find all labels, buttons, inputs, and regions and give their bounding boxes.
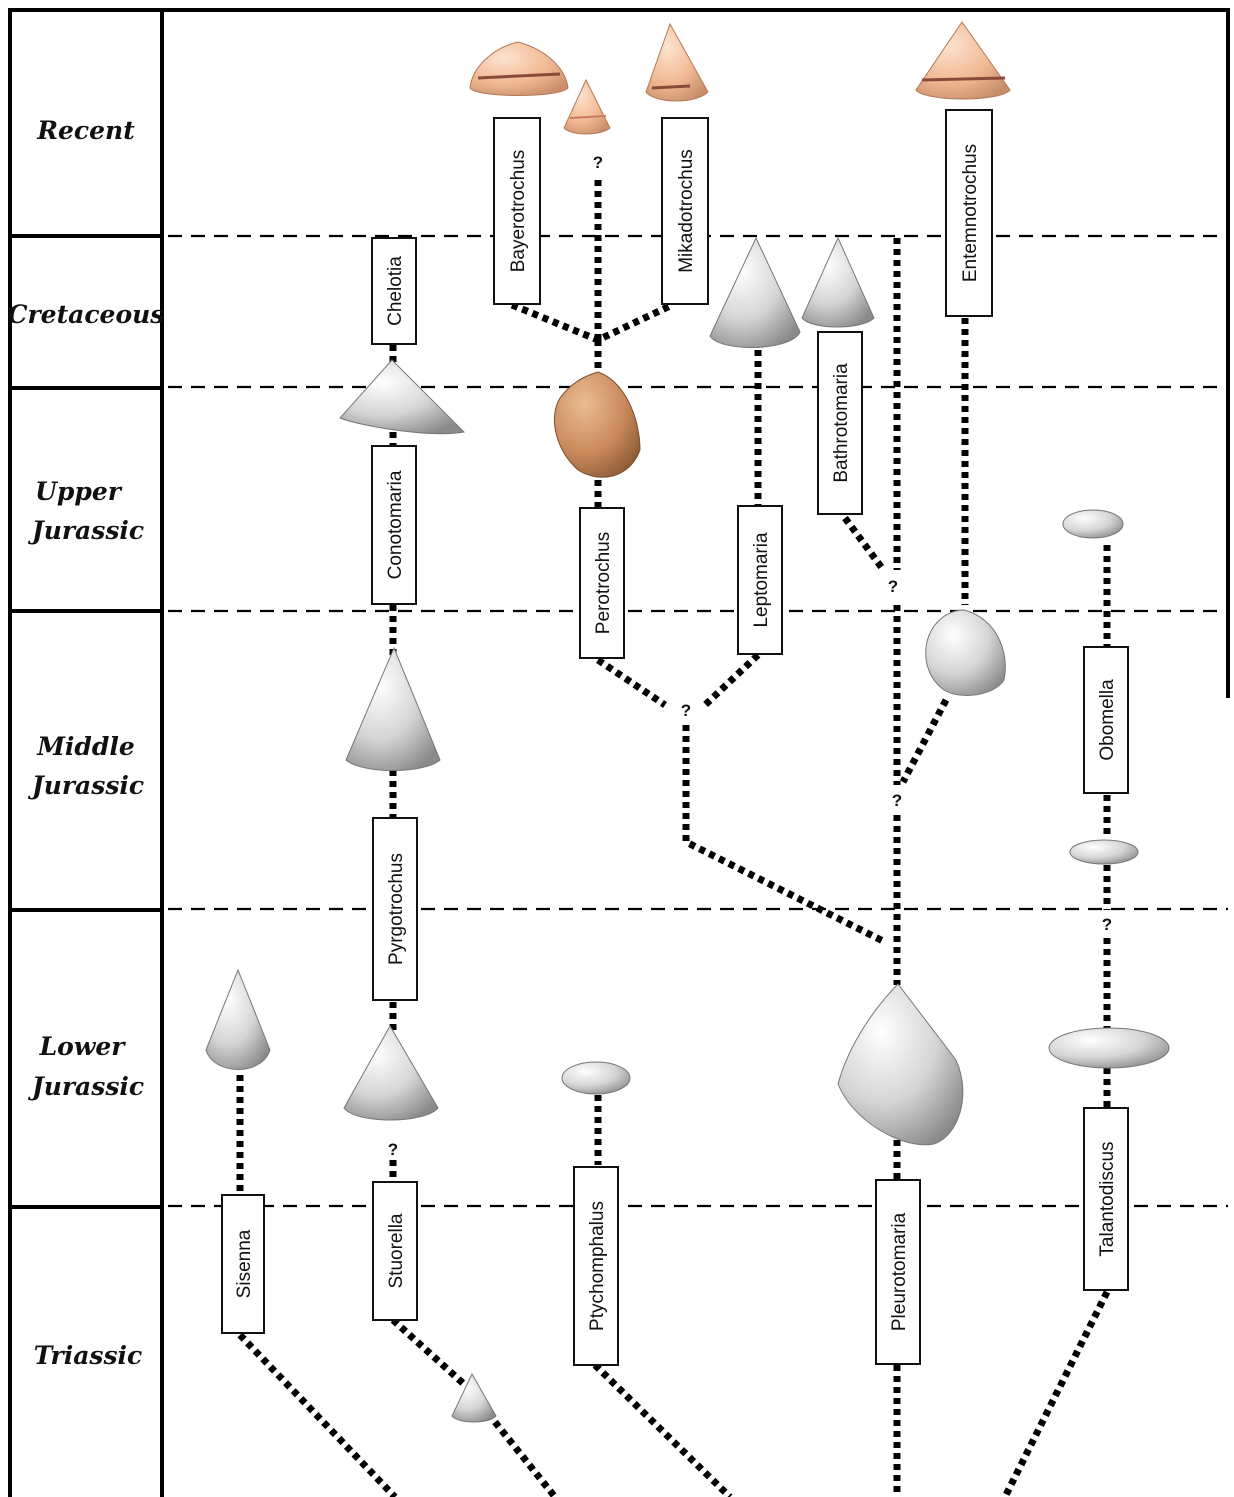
genus-box <box>1083 1107 1129 1291</box>
lineage-line <box>592 1362 733 1497</box>
genus-bayerotrochus: Bayerotrochus <box>508 150 529 273</box>
lineage-line <box>390 1317 468 1388</box>
sisenna-shell-image <box>205 968 271 1070</box>
lineage-line <box>237 1332 398 1497</box>
genus-sisenna: Sisenna <box>234 1229 255 1298</box>
obomella-upper-shell-image <box>1062 509 1124 539</box>
period-column: Recent Cretaceous Upper Jurassic Middle … <box>8 8 1230 1497</box>
period-upper-jurassic-line2: Jurassic <box>28 516 144 545</box>
triassic-small-shell-image <box>451 1372 497 1423</box>
stuorella-shell-image <box>343 1024 439 1121</box>
period-middle-jurassic-line2: Jurassic <box>28 771 144 800</box>
genus-obomella: Obomella <box>1097 679 1118 761</box>
lineage-line <box>702 652 761 708</box>
genus-box <box>945 109 993 317</box>
lineage-line <box>842 515 885 571</box>
lineage-line <box>899 698 950 784</box>
question-mark: ? <box>388 1140 398 1159</box>
genus-box <box>875 1179 921 1365</box>
genus-leptomaria: Leptomaria <box>751 532 772 627</box>
genus-box <box>579 507 625 659</box>
period-middle-jurassic-line1: Middle <box>36 732 135 761</box>
lineage-line <box>492 1419 558 1497</box>
genus-box <box>1083 646 1129 794</box>
period-triassic: Triassic <box>34 1341 143 1370</box>
entemnotrochus-shell-image <box>915 21 1011 100</box>
pyrgotrochus-shell-image <box>345 646 441 771</box>
genus-box <box>372 1181 418 1321</box>
leptomaria-shell-image <box>709 236 801 349</box>
question-mark: ? <box>593 153 603 172</box>
lineage-line <box>1001 1290 1111 1497</box>
question-mark: ? <box>1102 915 1112 934</box>
genus-box <box>372 817 418 1001</box>
genus-box <box>371 237 417 345</box>
genus-mikadotrochus: Mikadotrochus <box>676 149 697 273</box>
period-cretaceous: Cretaceous <box>8 300 165 329</box>
genus-pyrgotrochus: Pyrgotrochus <box>386 853 407 965</box>
bathrotomaria-shell-image <box>801 236 875 328</box>
period-lower-jurassic-line2: Jurassic <box>28 1072 144 1101</box>
period-upper-jurassic-line1: Upper <box>35 477 123 506</box>
genus-box <box>817 331 863 515</box>
genus-box <box>661 117 709 305</box>
genus-ptychomphalus: Ptychomphalus <box>587 1201 608 1331</box>
genus-stuorella: Stuorella <box>386 1213 407 1288</box>
genus-box <box>221 1194 265 1334</box>
bayerotrochus-shell-image <box>469 41 569 96</box>
genus-chelotia: Chelotia <box>385 256 406 326</box>
pleurotomaria-shell-image <box>837 983 964 1146</box>
genus-labels: Bayerotrochus Mikadotrochus Entemnotroch… <box>221 109 1129 1366</box>
genus-box <box>493 117 541 305</box>
obomella-lower-shell-image <box>1069 839 1139 865</box>
genus-bathrotomaria: Bathrotomaria <box>831 363 852 483</box>
question-mark: ? <box>888 577 898 596</box>
mikadotrochus-shell-image <box>645 22 709 102</box>
lineage-line <box>596 657 667 708</box>
genus-pleurotomaria: Pleurotomaria <box>889 1212 910 1331</box>
genus-conotomaria: Conotomaria <box>385 470 406 579</box>
entemnotrochus-fossil-shell-image <box>925 609 1006 696</box>
lineage-line <box>682 725 887 946</box>
perotrochus-shell-image <box>553 371 641 478</box>
genus-entemnotrochus: Entemnotrochus <box>960 144 981 282</box>
question-mark: ? <box>892 791 902 810</box>
question-mark: ? <box>681 701 691 720</box>
talantodiscus-shell-image <box>1048 1027 1170 1069</box>
period-recent: Recent <box>36 116 135 145</box>
genus-box <box>737 505 783 655</box>
lineages <box>236 180 1111 1497</box>
ptychomphalus-shell-image <box>561 1061 631 1095</box>
genus-perotrochus: Perotrochus <box>593 532 614 634</box>
uncertainty-marks: ? ? ? ? ? ? <box>388 153 1112 1159</box>
mikadotrochus-small-shell-image <box>563 78 611 135</box>
period-boundaries <box>168 234 1228 1208</box>
period-lower-jurassic-line1: Lower <box>39 1032 127 1061</box>
conotomaria-shell-image <box>339 359 466 435</box>
genus-box <box>573 1166 619 1366</box>
lineage-line <box>510 301 674 344</box>
genus-box <box>371 445 417 605</box>
genus-talantodiscus: Talantodiscus <box>1097 1141 1118 1256</box>
shell-illustrations <box>205 21 1170 1423</box>
